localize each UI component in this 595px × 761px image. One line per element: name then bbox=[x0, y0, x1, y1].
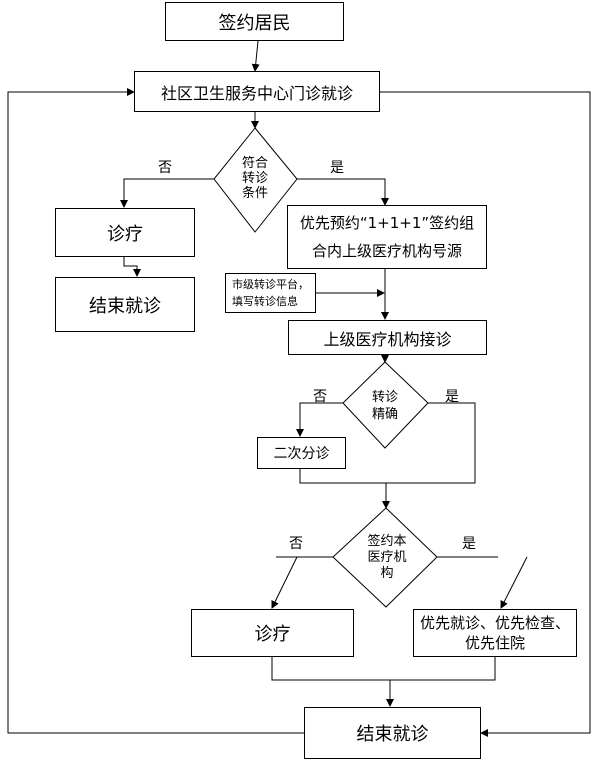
no-label-3: 否 bbox=[289, 536, 303, 552]
priority-booking-line2: 合内上级医疗机构号源 bbox=[311, 242, 462, 260]
yes-label-2: 是 bbox=[445, 389, 459, 405]
decision-line: 构 bbox=[380, 566, 394, 581]
treatment-left-box: 诊疗 bbox=[55, 208, 195, 257]
city-platform-box: 市级转诊平台， 填写转诊信息 bbox=[225, 273, 316, 313]
priority-booking-box: 优先预约“1+1+1”签约组 合内上级医疗机构号源 bbox=[287, 205, 487, 269]
upper-receive-box: 上级医疗机构接诊 bbox=[288, 320, 487, 355]
referral-accurate-decision-text: 转诊 精确 bbox=[362, 389, 408, 423]
decision-line: 医疗机 bbox=[367, 550, 407, 565]
decision-line: 条件 bbox=[241, 186, 268, 201]
end-left-box: 结束就诊 bbox=[55, 277, 195, 332]
signed-residents-label: 签约居民 bbox=[218, 12, 291, 34]
city-platform-line2: 填写转诊信息 bbox=[232, 295, 298, 308]
decision-line: 转诊 bbox=[371, 390, 398, 405]
second-triage-label: 二次分诊 bbox=[273, 446, 330, 462]
treatment-bottom-label: 诊疗 bbox=[254, 624, 291, 645]
meets-referral-decision-text: 符合 转诊 条件 bbox=[229, 156, 281, 201]
priority-booking-line1: 优先预约“1+1+1”签约组 bbox=[299, 214, 475, 232]
end-left-label: 结束就诊 bbox=[89, 295, 161, 317]
decision-line: 精确 bbox=[371, 407, 398, 422]
second-triage-box: 二次分诊 bbox=[257, 437, 346, 469]
upper-receive-label: 上级医疗机构接诊 bbox=[323, 329, 452, 349]
decision-line: 转诊 bbox=[241, 171, 268, 186]
community-visit-box: 社区卫生服务中心门诊就诊 bbox=[134, 71, 380, 112]
priority-services-line1: 优先就诊、优先检查、 bbox=[419, 614, 570, 632]
end-final-box: 结束就诊 bbox=[304, 707, 481, 759]
treatment-bottom-box: 诊疗 bbox=[191, 609, 354, 657]
priority-services-box: 优先就诊、优先检查、 优先住院 bbox=[413, 609, 577, 657]
decision-line: 签约本 bbox=[367, 534, 407, 549]
no-label-2: 否 bbox=[313, 389, 327, 405]
decision-line: 符合 bbox=[241, 156, 268, 171]
yes-label-3: 是 bbox=[462, 536, 476, 552]
city-platform-line1: 市级转诊平台， bbox=[232, 278, 309, 291]
end-final-label: 结束就诊 bbox=[356, 724, 429, 745]
signed-residents-box: 签约居民 bbox=[165, 2, 344, 41]
no-label-1: 否 bbox=[158, 160, 172, 176]
priority-services-line2: 优先住院 bbox=[464, 634, 525, 652]
treatment-left-label: 诊疗 bbox=[107, 223, 143, 245]
signed-institution-decision-text: 签约本 医疗机 构 bbox=[357, 534, 417, 582]
community-visit-label: 社区卫生服务中心门诊就诊 bbox=[160, 83, 353, 103]
yes-label-1: 是 bbox=[330, 160, 344, 176]
